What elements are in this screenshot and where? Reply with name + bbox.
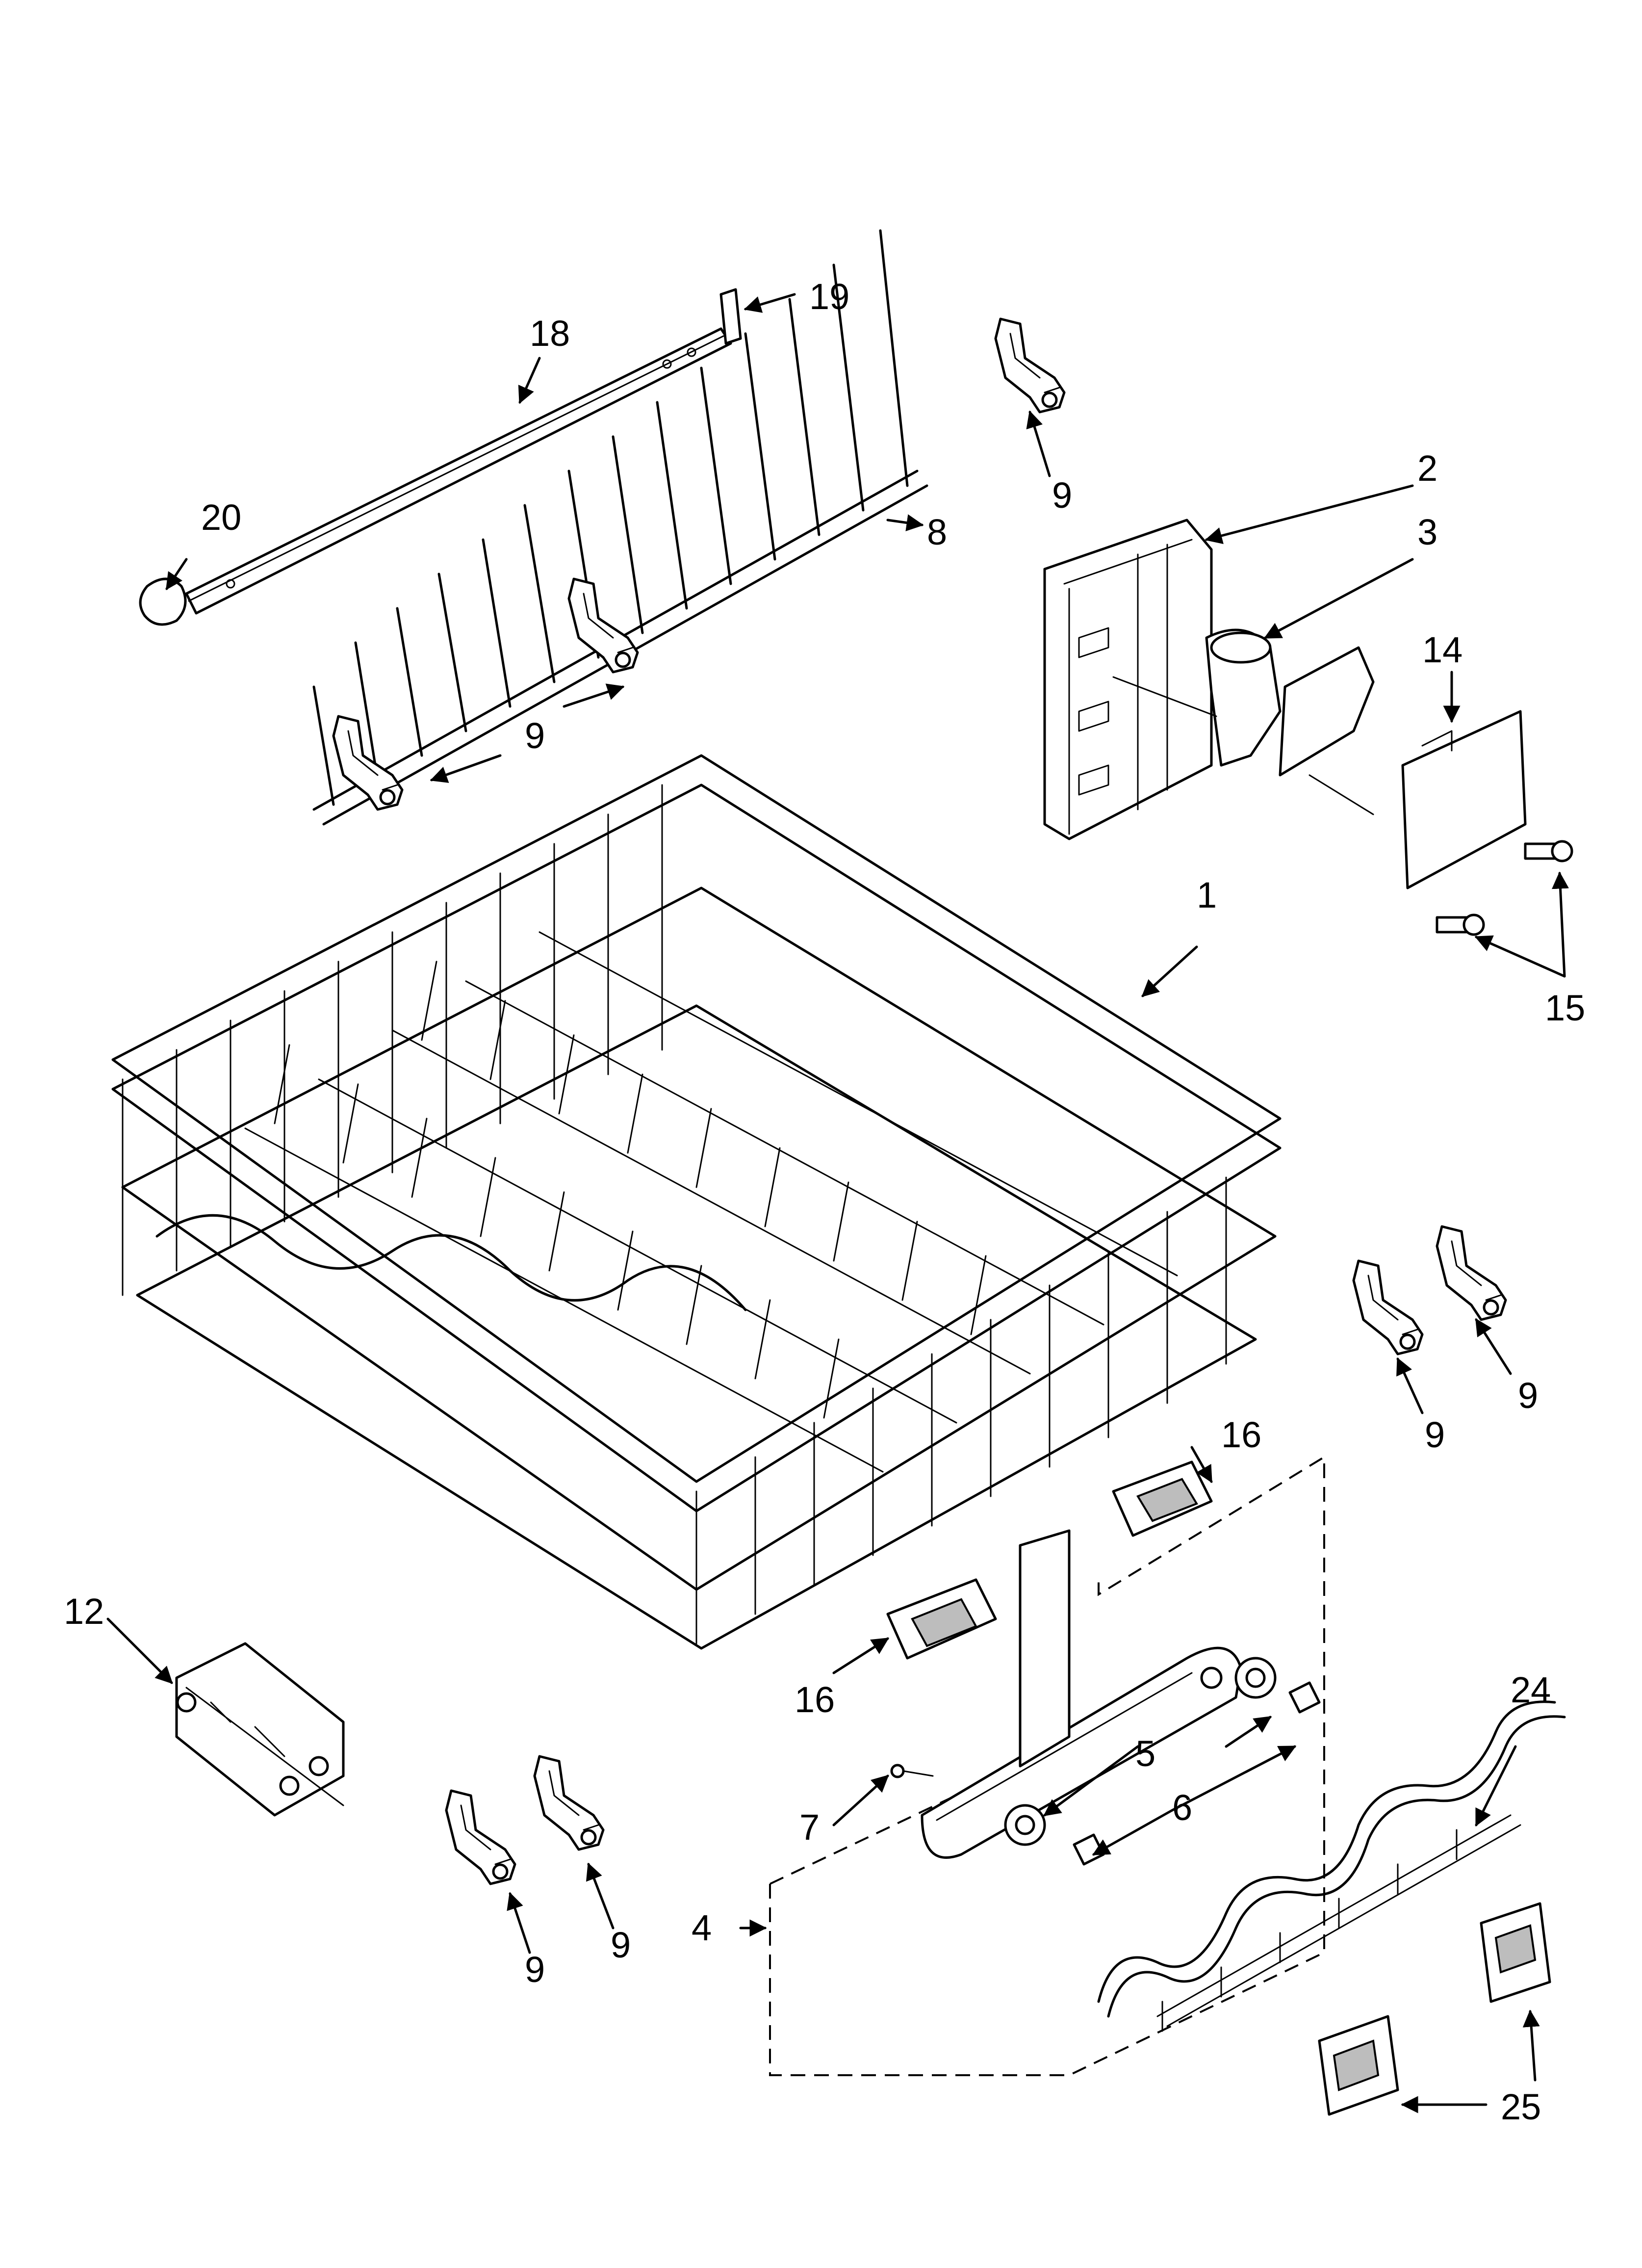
label-1: 1 [1197, 875, 1217, 915]
label-7: 7 [799, 1807, 820, 1848]
clip-part-9-d [1354, 1261, 1422, 1354]
label-9-d: 9 [1518, 1375, 1538, 1416]
label-16-a: 16 [1221, 1414, 1261, 1455]
label-4: 4 [692, 1907, 712, 1948]
label-19: 19 [809, 276, 849, 317]
clip-part-9-a [996, 319, 1064, 412]
rack-clip-part-16-b [886, 1578, 997, 1660]
label-2: 2 [1417, 448, 1437, 489]
clip-part-9-b [569, 579, 638, 672]
label-25: 25 [1501, 2086, 1541, 2127]
label-15: 15 [1545, 988, 1585, 1028]
rail-part-18 [185, 327, 732, 615]
clip-part-25-b [1318, 2015, 1399, 2116]
wheel-part-5 [1004, 1657, 1277, 1846]
stop-part-20 [139, 577, 187, 626]
assembly-outline-part-4 [769, 1455, 1325, 2076]
label-24: 24 [1511, 1669, 1551, 1710]
clip-part-25-a [1480, 1902, 1551, 2003]
clip-part-9-e [1437, 1226, 1506, 1320]
adjuster-housing-part-2 [1043, 519, 1213, 840]
upper-rack-part-1 [111, 754, 1282, 1650]
tine-row-part-8 [312, 229, 928, 826]
rack-clip-part-16-a [1112, 1460, 1213, 1537]
label-6: 6 [1172, 1787, 1192, 1828]
cover-part-14 [1401, 710, 1527, 889]
end-cap-part-19 [719, 288, 742, 345]
label-5: 5 [1135, 1733, 1155, 1774]
label-3: 3 [1417, 512, 1437, 552]
label-20: 20 [201, 497, 241, 538]
label-16-b: 16 [795, 1679, 835, 1720]
label-9-c: 9 [1425, 1414, 1445, 1455]
label-9-e: 9 [525, 1949, 545, 1990]
screws-part-15 [1436, 840, 1573, 936]
label-18: 18 [530, 313, 570, 354]
wire-tines-part-24 [1097, 1700, 1566, 2032]
lower-rail-part-4 [921, 1529, 1242, 1859]
clip-part-9-f [446, 1791, 515, 1884]
bracket-part-12 [175, 1642, 345, 1817]
clip-part-9-g [535, 1756, 603, 1850]
callout-labels: 1 2 3 4 5 6 7 8 9 9 9 9 9 9 12 14 15 16 … [64, 276, 1585, 2127]
label-9-a: 9 [1052, 475, 1072, 516]
clip-part-9-c [334, 716, 402, 809]
leader-lines [106, 293, 1569, 2113]
label-9-b: 9 [525, 715, 545, 756]
label-9-f: 9 [611, 1925, 631, 1965]
label-12: 12 [64, 1591, 104, 1632]
lever-part-3 [1112, 628, 1375, 815]
label-14: 14 [1422, 629, 1462, 670]
stop-pin-part-7 [890, 1764, 934, 1778]
label-8: 8 [927, 512, 947, 552]
